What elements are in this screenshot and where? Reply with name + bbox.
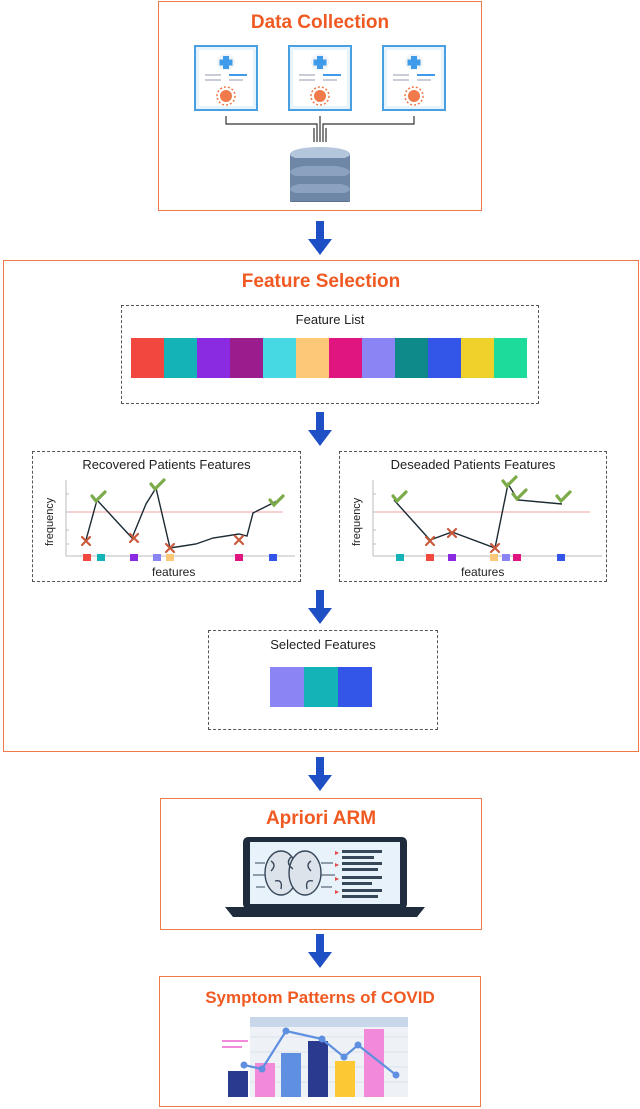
apriori-title: Apriori ARM — [265, 808, 377, 829]
feature-marker — [513, 554, 521, 561]
recovered-check-icons — [90, 478, 285, 508]
pattern-bar — [228, 1071, 248, 1097]
brain-icon — [264, 850, 322, 896]
rules-list — [335, 850, 382, 898]
bar-chart-illustration — [222, 1017, 408, 1097]
deceased-series-line — [393, 482, 563, 549]
down-arrow-icon — [308, 757, 332, 791]
feature-swatch — [395, 338, 428, 378]
feature-marker — [426, 554, 434, 561]
deceased-check-icons — [391, 475, 572, 504]
down-arrow-icon — [308, 590, 332, 624]
feature-marker — [83, 554, 91, 561]
down-arrow-icon — [308, 934, 332, 968]
feature-list-swatches — [131, 338, 527, 378]
deceased-markers — [396, 554, 565, 561]
feature-swatch — [428, 338, 461, 378]
selected-feature-swatch — [338, 667, 372, 707]
feature-swatch — [164, 338, 197, 378]
feature-swatch — [329, 338, 362, 378]
check-icon — [501, 475, 518, 489]
recovered-chart-box: Recovered Patients Features frequency fe… — [32, 451, 301, 582]
cross-icon — [80, 535, 92, 547]
laptop-icon — [225, 837, 425, 917]
feature-swatch — [263, 338, 296, 378]
feature-swatch — [461, 338, 494, 378]
laptop-brain-illustration — [225, 837, 425, 917]
feature-list-box: Feature List — [121, 305, 539, 404]
apriori-box: Apriori ARM — [160, 798, 482, 930]
feature-selection-title: Feature Selection — [241, 271, 401, 292]
feature-swatch — [296, 338, 329, 378]
selected-features-box: Selected Features — [208, 630, 438, 730]
feature-swatch — [131, 338, 164, 378]
feature-marker — [97, 554, 105, 561]
down-arrow-icon — [308, 412, 332, 446]
cross-icon — [489, 542, 501, 554]
database-icon — [290, 147, 350, 202]
cross-icon — [233, 534, 245, 546]
cross-icon — [446, 527, 458, 539]
data-collection-title: Data Collection — [250, 12, 390, 33]
feature-marker — [448, 554, 456, 561]
data-collection-box: Data Collection — [158, 1, 482, 211]
deceased-chart-box: Deseaded Patients Features frequency fea… — [339, 451, 607, 582]
recovered-ylabel: frequency — [44, 497, 56, 546]
pattern-bar — [308, 1041, 328, 1097]
check-icon — [391, 490, 408, 504]
patterns-title: Symptom Patterns of COVID — [205, 988, 435, 1007]
recovered-cross-icons — [80, 532, 245, 554]
medical-report-icon — [288, 45, 352, 111]
check-icon — [555, 490, 572, 504]
recovered-axes — [65, 480, 295, 557]
deceased-cross-icons — [424, 527, 501, 554]
feature-swatch — [197, 338, 230, 378]
feature-marker — [269, 554, 277, 561]
check-icon — [511, 488, 528, 502]
check-icon — [268, 494, 285, 508]
deceased-chart: frequency features — [351, 475, 602, 579]
down-arrow-icon — [308, 221, 332, 255]
pattern-bar — [364, 1029, 384, 1097]
selected-swatches — [270, 667, 372, 707]
check-icon — [149, 478, 166, 492]
feature-marker — [490, 554, 498, 561]
selected-features-title: Selected Features — [270, 637, 376, 652]
brain-circuit-lines — [253, 862, 335, 888]
pattern-bar — [335, 1061, 355, 1097]
selected-feature-swatch — [304, 667, 338, 707]
check-icon — [90, 490, 107, 504]
feature-marker — [130, 554, 138, 561]
feature-marker — [166, 554, 174, 561]
connector-lines — [225, 116, 415, 142]
cross-icon — [424, 535, 436, 547]
recovered-xlabel: features — [152, 565, 195, 579]
patterns-box: Symptom Patterns of COVID — [159, 976, 481, 1107]
feature-swatch — [362, 338, 395, 378]
recovered-markers — [83, 554, 277, 561]
feature-swatch — [494, 338, 527, 378]
deceased-chart-title: Deseaded Patients Features — [390, 457, 556, 472]
feature-list-title: Feature List — [295, 312, 365, 327]
medical-report-icon — [382, 45, 446, 111]
cross-icon — [128, 532, 140, 544]
feature-marker — [153, 554, 161, 561]
selected-feature-swatch — [270, 667, 304, 707]
pattern-bar — [281, 1053, 301, 1097]
feature-marker — [235, 554, 243, 561]
data-collection-illustration — [194, 45, 446, 202]
recovered-chart-title: Recovered Patients Features — [82, 457, 251, 472]
deceased-ylabel: frequency — [351, 497, 363, 546]
cross-icon — [164, 542, 176, 554]
feature-marker — [557, 554, 565, 561]
deceased-xlabel: features — [461, 565, 504, 579]
recovered-series-line — [85, 486, 280, 549]
feature-swatch — [230, 338, 263, 378]
feature-marker — [396, 554, 404, 561]
recovered-chart: frequency features — [44, 478, 295, 579]
medical-report-icon — [194, 45, 258, 111]
feature-marker — [502, 554, 510, 561]
